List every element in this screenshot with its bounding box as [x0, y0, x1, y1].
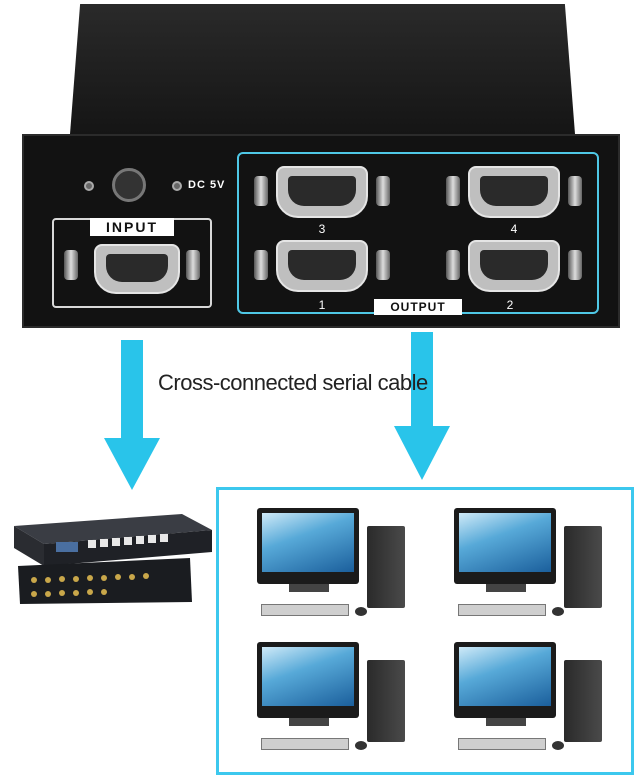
output-port-2 — [468, 240, 560, 292]
rack-matrix-switch-icon — [4, 508, 214, 608]
monitor — [257, 508, 359, 584]
desktop-computer-icon — [452, 642, 612, 762]
pc-tower — [367, 526, 405, 608]
mouse — [355, 741, 367, 750]
output-2-screw-right — [568, 250, 582, 280]
desktop-computer-icon — [255, 642, 415, 762]
output-4-screw-right — [568, 176, 582, 206]
cable-caption: Cross-connected serial cable — [158, 370, 428, 395]
monitor — [454, 642, 556, 718]
power-led-left — [84, 181, 94, 191]
monitor — [454, 508, 556, 584]
input-db9-port — [94, 244, 180, 294]
output-port-4-number: 4 — [510, 222, 518, 236]
dc-power-jack — [112, 168, 146, 202]
computers-frame — [216, 487, 634, 775]
monitor-stand — [289, 584, 329, 592]
output-port-4 — [468, 166, 560, 218]
desktop-computer-icon — [452, 508, 612, 628]
desktop-computer-icon — [255, 508, 415, 628]
pc-tower — [564, 526, 602, 608]
pc-tower — [367, 660, 405, 742]
monitor-stand — [486, 718, 526, 726]
output-port-3-number: 3 — [318, 222, 326, 236]
power-label: DC 5V — [188, 179, 226, 191]
keyboard — [458, 738, 546, 750]
arrow-to-computers — [394, 332, 450, 480]
arrows-layer — [104, 332, 450, 490]
output-port-2-number: 2 — [506, 298, 514, 312]
output-label: OUTPUT — [374, 299, 462, 315]
output-1-screw-left — [254, 250, 268, 280]
input-screw-left — [64, 250, 78, 280]
monitor — [257, 642, 359, 718]
power-led-right — [172, 181, 182, 191]
output-1-screw-right — [376, 250, 390, 280]
output-port-1 — [276, 240, 368, 292]
monitor-stand — [486, 584, 526, 592]
output-4-screw-left — [446, 176, 460, 206]
output-2-screw-left — [446, 250, 460, 280]
mouse — [552, 741, 564, 750]
output-3-screw-left — [254, 176, 268, 206]
output-3-screw-right — [376, 176, 390, 206]
output-port-1-number: 1 — [318, 298, 326, 312]
input-screw-right — [186, 250, 200, 280]
monitor-stand — [289, 718, 329, 726]
mouse — [355, 607, 367, 616]
keyboard — [261, 604, 349, 616]
output-port-3 — [276, 166, 368, 218]
device-top-panel — [70, 4, 575, 134]
keyboard — [458, 604, 546, 616]
pc-tower — [564, 660, 602, 742]
keyboard — [261, 738, 349, 750]
input-label: INPUT — [90, 218, 174, 236]
mouse — [552, 607, 564, 616]
arrow-to-matrix — [104, 340, 160, 490]
